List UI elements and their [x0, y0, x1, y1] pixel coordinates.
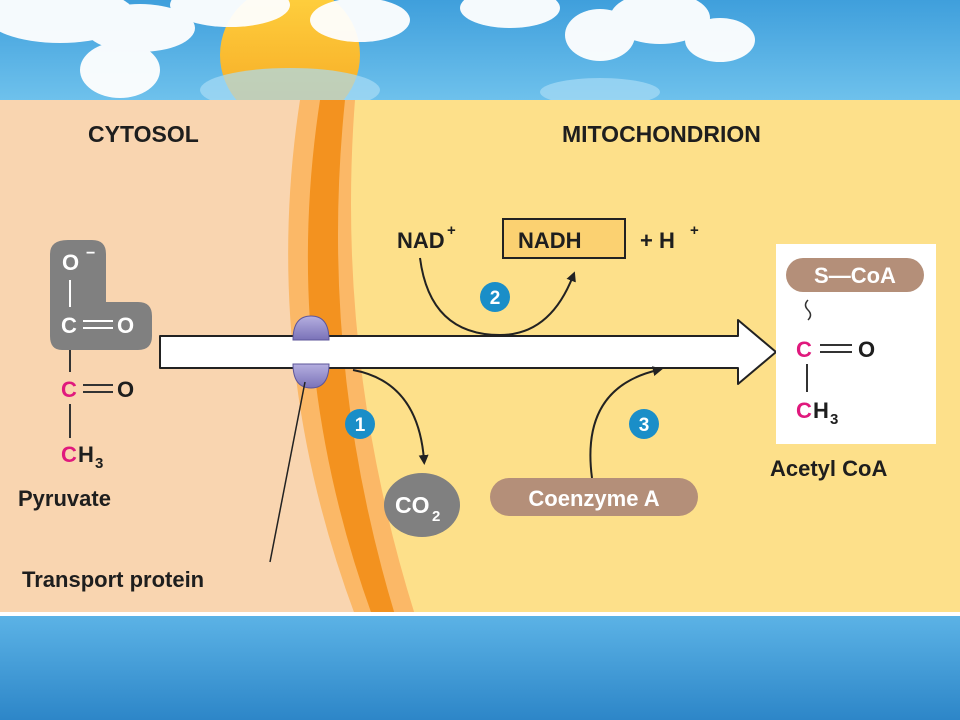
pyruvate-o-minus: O	[62, 250, 79, 275]
svg-text:1: 1	[355, 415, 366, 436]
coenzyme-a-arrow	[589, 366, 663, 479]
pyruvate-structure: O − C O C O C H 3 Pyruvate	[18, 240, 152, 511]
acetyl-coa-structure: S—CoA C O C H 3 Acetyl CoA	[770, 244, 936, 481]
pyruvate-carboxyl-o: O	[117, 313, 134, 338]
nad-label: NAD	[397, 228, 445, 253]
acetyl-methyl-h: H	[813, 398, 829, 423]
pyruvate-methyl-subscript: 3	[95, 455, 103, 472]
h-superscript: +	[690, 222, 699, 239]
s-coa-label: S—CoA	[814, 263, 896, 288]
pyruvate-label: Pyruvate	[18, 486, 111, 511]
reaction-nad: NAD + NADH + H +	[397, 218, 699, 259]
acetyl-o: O	[858, 337, 875, 362]
top-banner	[0, 0, 960, 125]
coenzyme-a-label: Coenzyme A	[528, 486, 659, 511]
step-1-badge: 1	[345, 409, 375, 439]
carboxylate-group-highlight	[50, 240, 152, 350]
svg-text:2: 2	[490, 288, 501, 309]
acetyl-coa-label: Acetyl CoA	[770, 456, 887, 481]
thioester-bond	[804, 299, 812, 321]
co2-molecule: CO 2	[384, 473, 460, 537]
pyruvate-methyl-c: C	[61, 442, 77, 467]
cytosol-label: CYTOSOL	[88, 121, 199, 147]
coenzyme-a-pill: Coenzyme A	[490, 478, 698, 516]
acetyl-methyl-c: C	[796, 398, 812, 423]
co2-release-arrow	[352, 369, 429, 465]
step-2-badge: 2	[480, 282, 510, 312]
inner-membrane	[307, 100, 395, 615]
transport-protein-label: Transport protein	[22, 567, 204, 592]
bottom-banner	[0, 615, 960, 720]
cloud-shapes	[0, 0, 755, 98]
pyruvate-minus-sign: −	[86, 245, 95, 262]
plus-h-label: + H	[640, 228, 675, 253]
svg-text:3: 3	[639, 415, 650, 436]
nad-superscript: +	[447, 222, 456, 239]
mitochondrion-label: MITOCHONDRION	[562, 121, 761, 147]
co2-label: CO	[395, 492, 430, 518]
pyruvate-carbonyl-o: O	[117, 377, 134, 402]
pyruvate-carboxyl-c: C	[61, 313, 77, 338]
pyruvate-methyl-h: H	[78, 442, 94, 467]
transport-protein	[292, 315, 330, 389]
pyruvate-carbonyl-c: C	[61, 377, 77, 402]
transport-protein-leader-line	[269, 381, 306, 563]
step-3-badge: 3	[629, 409, 659, 439]
acetyl-methyl-subscript: 3	[830, 411, 838, 428]
s-coa-pill	[786, 258, 924, 292]
nadh-label: NADH	[518, 228, 582, 253]
nad-reduction-arrow	[419, 257, 576, 337]
acetyl-c: C	[796, 337, 812, 362]
co2-subscript: 2	[432, 508, 440, 525]
nadh-box	[502, 218, 626, 259]
